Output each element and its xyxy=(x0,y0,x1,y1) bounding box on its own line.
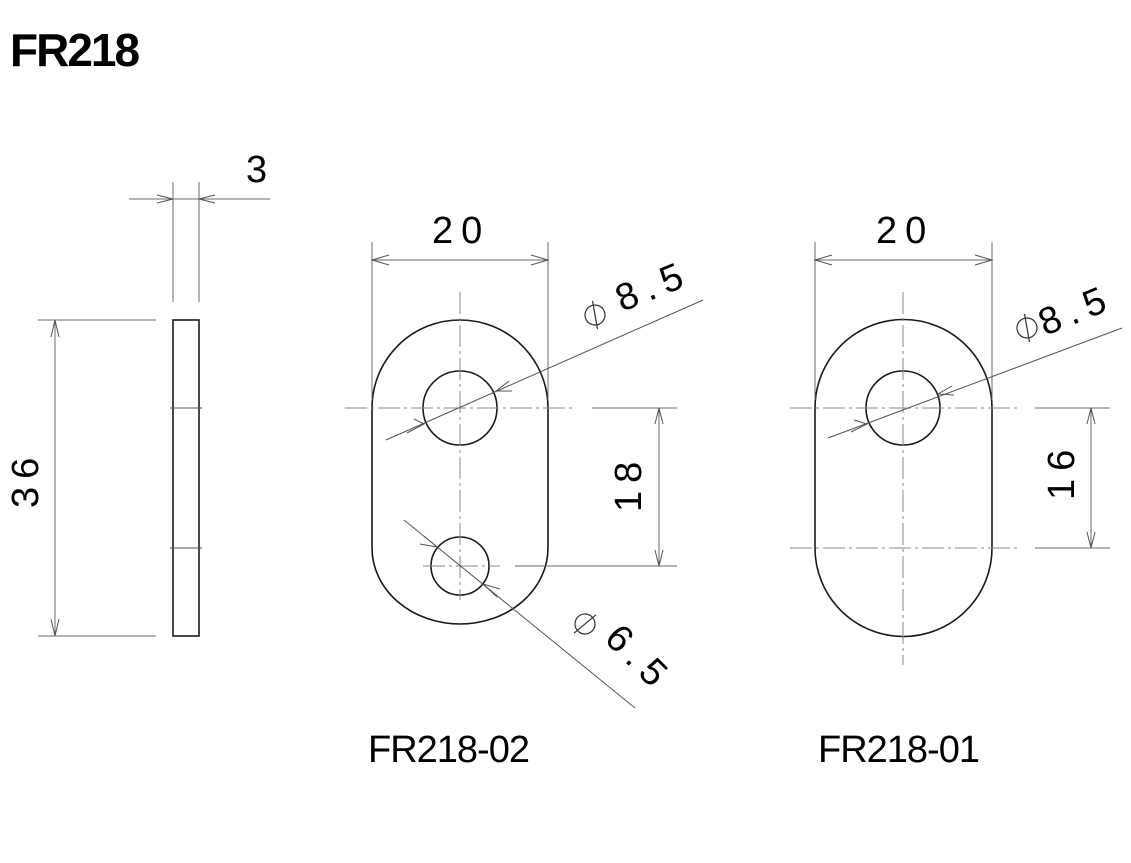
arrow-icon xyxy=(50,319,60,338)
large-hole-label: 8.5 xyxy=(610,253,697,321)
width-dimension: 20 xyxy=(370,210,550,400)
part-label-fr218-01: FR218-01 xyxy=(818,729,979,771)
part-outline xyxy=(371,319,549,625)
center-spacing-label: 16 xyxy=(1041,442,1083,500)
height-label: 36 xyxy=(5,450,47,508)
height-dimension: 36 xyxy=(5,319,156,637)
arrow-icon xyxy=(406,418,426,434)
arrow-icon xyxy=(813,254,833,266)
arrow-icon xyxy=(530,254,550,266)
arrow-icon xyxy=(850,419,869,433)
part-fr218-02: 20 8.5 6.5 xyxy=(345,210,704,771)
center-spacing-dimension: 16 xyxy=(1041,407,1096,549)
diameter-symbol-icon xyxy=(1016,313,1038,343)
diameter-symbol-icon xyxy=(573,613,597,635)
arrow-icon xyxy=(1086,407,1096,425)
part-fr218-01: 20 8.5 16 FR218-01 xyxy=(790,210,1123,771)
large-hole-dimension: 8.5 xyxy=(827,277,1123,439)
large-hole-dimension: 8.5 xyxy=(385,253,704,441)
small-hole-dimension: 6.5 xyxy=(403,519,681,709)
diameter-symbol-icon xyxy=(584,300,606,330)
arrow-icon xyxy=(198,194,216,204)
arrow-icon xyxy=(50,618,60,637)
hole-spacing-dimension: 18 xyxy=(608,407,664,567)
hole-spacing-label: 18 xyxy=(608,454,650,512)
side-view: 3 36 xyxy=(5,149,275,637)
thickness-dimension: 3 xyxy=(129,149,275,302)
arrow-icon xyxy=(974,254,994,266)
arrow-icon xyxy=(494,380,512,392)
side-view-outline xyxy=(172,319,200,637)
arrow-icon xyxy=(654,549,664,567)
width-dimension: 20 xyxy=(813,210,994,400)
arrow-icon xyxy=(370,254,390,266)
thickness-label: 3 xyxy=(246,149,275,191)
arrow-icon xyxy=(1086,531,1096,549)
arrow-icon xyxy=(419,535,439,548)
arrow-icon xyxy=(936,385,955,396)
drawing-title: FR218 xyxy=(10,24,139,76)
small-hole-label: 6.5 xyxy=(597,617,681,701)
part-label-fr218-02: FR218-02 xyxy=(368,729,529,771)
width-label: 20 xyxy=(876,210,934,252)
arrow-icon xyxy=(156,194,174,204)
width-label: 20 xyxy=(432,210,490,252)
arrow-icon xyxy=(482,583,501,598)
arrow-icon xyxy=(654,407,664,425)
